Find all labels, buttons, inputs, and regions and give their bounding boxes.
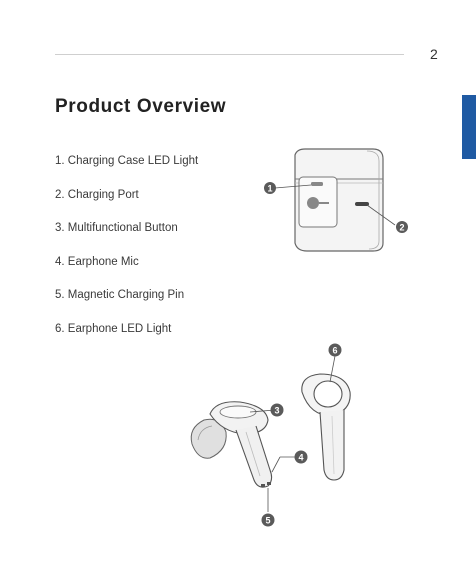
section-tab xyxy=(462,95,476,159)
svg-text:4: 4 xyxy=(298,453,303,463)
svg-text:5: 5 xyxy=(265,516,270,526)
list-item: 6. Earphone LED Light xyxy=(55,320,198,354)
svg-text:3: 3 xyxy=(274,406,279,416)
header-divider xyxy=(55,54,404,55)
parts-list: 1. Charging Case LED Light 2. Charging P… xyxy=(55,152,198,354)
callout-2: 2 xyxy=(396,221,408,233)
svg-text:2: 2 xyxy=(399,223,404,233)
list-item: 4. Earphone Mic xyxy=(55,253,198,287)
svg-text:1: 1 xyxy=(267,184,272,194)
callout-6: 6 xyxy=(329,344,342,357)
list-item: 5. Magnetic Charging Pin xyxy=(55,286,198,320)
callout-3: 3 xyxy=(271,404,284,417)
svg-text:6: 6 xyxy=(332,346,337,356)
earphones-illustration: 3 4 5 6 xyxy=(180,340,380,530)
callout-5: 5 xyxy=(262,514,275,527)
list-item: 2. Charging Port xyxy=(55,186,198,220)
left-earbud xyxy=(191,402,271,487)
charging-case-illustration: 1 2 xyxy=(255,145,415,255)
list-item: 1. Charging Case LED Light xyxy=(55,152,198,186)
callout-1: 1 xyxy=(264,182,276,194)
callout-4: 4 xyxy=(295,451,308,464)
right-earbud xyxy=(302,374,350,480)
list-item: 3. Multifunctional Button xyxy=(55,219,198,253)
page-number: 2 xyxy=(430,46,438,62)
page-title: Product Overview xyxy=(55,96,226,118)
